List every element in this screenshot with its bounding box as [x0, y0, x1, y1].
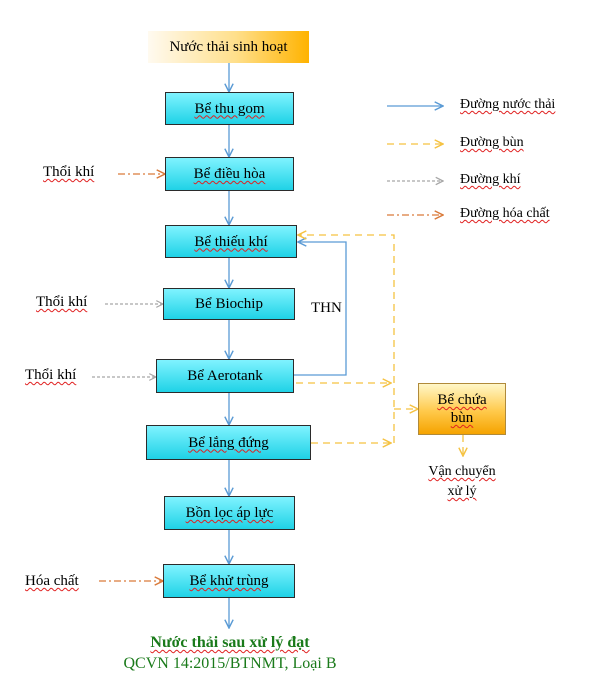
pressure-filter-label: Bồn lọc áp lực: [185, 505, 274, 521]
treated-output-title-text: Nước thải sau xử lý đạt: [150, 634, 310, 651]
collection-tank-label: Bể thu gom: [194, 100, 265, 117]
transport-line2: xử lý: [447, 484, 477, 499]
air-lines: [92, 304, 163, 377]
internal-recycle-line: [294, 242, 347, 376]
treated-output-standard: QCVN 14:2015/BTNMT, Loại B: [123, 655, 337, 672]
pressure-filter-node: Bồn lọc áp lực: [164, 496, 295, 530]
transport-line1: Vận chuyển: [428, 464, 496, 479]
settling-tank-label: Bể lắng đứng: [188, 434, 269, 451]
recycle-label: THN: [311, 300, 342, 316]
source-node: Nước thải sinh hoạt: [148, 31, 309, 63]
wastewater-flow-lines: [229, 63, 347, 628]
anoxic-tank-node: Bể thiếu khí: [165, 225, 297, 258]
settling-tank-node: Bể lắng đứng: [146, 425, 311, 460]
aerotank-label: Bể Aerotank: [187, 368, 263, 384]
equalization-tank-label: Bể điều hòa: [193, 166, 266, 182]
aeration-label-biochip: Thổi khí: [36, 294, 88, 310]
disinfection-tank-label: Bể khử trùng: [189, 573, 269, 589]
sludge-transport-text: Vận chuyển xử lý: [412, 462, 512, 502]
sludge-return-anoxic: [298, 235, 395, 443]
aeration-label-aerotank: Thổi khí: [25, 367, 77, 383]
legend-label-air: Đường khí: [460, 172, 521, 187]
biochip-tank-node: Bể Biochip: [163, 288, 295, 320]
legend-label-wastewater: Đường nước thải: [460, 97, 556, 112]
legend-symbols: [387, 106, 443, 215]
aeration-label-equalization: Thổi khí: [43, 164, 95, 180]
chemical-lines: [99, 174, 165, 581]
chemical-label: Hóa chất: [25, 573, 79, 589]
disinfection-tank-node: Bể khử trùng: [163, 564, 295, 598]
source-label: Nước thải sinh hoạt: [169, 39, 288, 55]
legend-label-sludge: Đường bùn: [460, 135, 524, 150]
anoxic-tank-label: Bể thiếu khí: [194, 233, 268, 250]
sludge-tank-label-line1: Bể chứa: [437, 392, 487, 408]
legend-label-chemical: Đường hóa chất: [460, 206, 550, 221]
collection-tank-node: Bể thu gom: [165, 92, 294, 125]
sludge-tank-node: Bể chứa bùn: [418, 383, 506, 435]
biochip-tank-label: Bể Biochip: [195, 296, 263, 312]
treated-output-title: Nước thải sau xử lý đạt: [0, 634, 460, 652]
sludge-lines: [296, 235, 463, 456]
sludge-tank-label-line2: bùn: [450, 410, 474, 426]
aerotank-node: Bể Aerotank: [156, 359, 294, 393]
equalization-tank-node: Bể điều hòa: [165, 157, 294, 191]
